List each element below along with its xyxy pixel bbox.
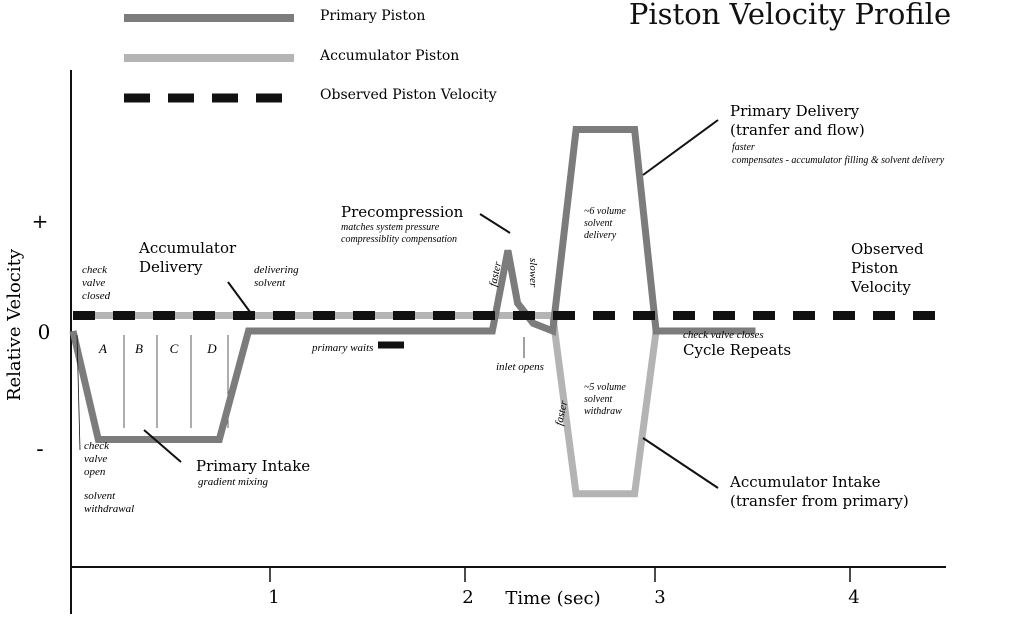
pointer-precompression <box>479 213 511 234</box>
annotation-line: Velocity <box>850 278 911 296</box>
annotation-line: closed <box>82 290 111 302</box>
legend: Primary Piston Accumulator Piston Observ… <box>124 8 497 103</box>
x-axis-label: Time (sec) <box>505 588 600 609</box>
x-tick-label-1: 1 <box>268 587 279 608</box>
annotation-primary-waits: primary waits <box>311 342 373 354</box>
annotation-cycle-repeats: Cycle Repeats <box>683 341 791 359</box>
annotation-line: solvent <box>584 218 613 229</box>
annotation-accumulator-intake: Accumulator Intake (transfer from primar… <box>729 473 909 510</box>
x-tick-label-3: 3 <box>654 587 665 608</box>
annotation-line: matches system pressure <box>341 222 440 233</box>
annotation-line: Observed <box>851 240 924 258</box>
annotation-primary-intake: Primary Intake <box>196 457 310 475</box>
pointer-accumulator-delivery <box>227 281 254 317</box>
primary-piston-line <box>69 126 756 443</box>
annotation-line: valve <box>84 453 107 465</box>
chart-title: Piston Velocity Profile <box>629 0 951 31</box>
phase-label-a: A <box>98 341 107 356</box>
legend-label-primary: Primary Piston <box>320 8 425 24</box>
annotation-line: Delivery <box>139 258 203 276</box>
annotation-five-volume: ~5 volume solvent withdraw <box>584 382 626 417</box>
y-tick-label-plus: + <box>32 209 49 233</box>
annotation-inlet-opens: inlet opens <box>496 361 544 373</box>
annotation-gradient-mixing: gradient mixing <box>198 476 268 488</box>
phase-label-b: B <box>135 341 143 356</box>
annotation-line: check <box>82 264 108 276</box>
pointer-primary-intake <box>143 429 182 463</box>
annotation-line: ~5 volume <box>584 382 626 393</box>
legend-label-accumulator: Accumulator Piston <box>319 48 459 64</box>
annotation-pointers <box>143 119 719 489</box>
annotation-line: withdraw <box>584 406 622 417</box>
annotation-six-volume: ~6 volume solvent delivery <box>584 206 626 241</box>
annotation-line: ~6 volume <box>584 206 626 217</box>
annotation-delivering-solvent: delivering solvent <box>254 264 299 289</box>
annotation-line: delivering <box>254 264 299 276</box>
annotation-line: (tranfer and flow) <box>730 121 865 139</box>
annotation-line: compressiblity compensation <box>341 234 457 245</box>
annotation-primary-delivery: Primary Delivery (tranfer and flow) <box>730 102 865 139</box>
phase-label-c: C <box>170 341 179 356</box>
annotation-line: solvent <box>84 490 116 502</box>
annotation-line: solvent <box>584 394 613 405</box>
annotation-observed-label: Observed Piston Velocity <box>850 240 924 296</box>
annotation-precompression-sub: matches system pressure compressiblity c… <box>341 222 457 245</box>
annotation-check-valve-closes: check valve closes <box>683 329 764 341</box>
x-tick-label-2: 2 <box>462 587 473 608</box>
annotation-slower: slower <box>527 258 539 288</box>
y-axis-label: Relative Velocity <box>4 248 25 401</box>
annotation-precompression: Precompression <box>341 203 464 221</box>
annotation-line: valve <box>82 277 105 289</box>
annotation-check-valve-open: check valve open <box>84 440 110 478</box>
annotation-solvent-withdrawal: solvent withdrawal <box>84 490 134 515</box>
annotation-line: solvent <box>254 277 286 289</box>
annotation-line: withdrawal <box>84 503 134 515</box>
pointer-primary-delivery <box>642 119 719 176</box>
annotation-accumulator-delivery: Accumulator Delivery <box>138 239 237 276</box>
pointer-accumulator-intake <box>642 437 719 489</box>
annotation-line: delivery <box>584 230 617 241</box>
annotation-line: (transfer from primary) <box>730 492 909 510</box>
annotation-faster-left: faster <box>487 260 504 288</box>
y-tick-label-minus: - <box>36 437 43 462</box>
x-tick-label-4: 4 <box>848 587 859 608</box>
annotation-faster-bottom: faster <box>553 399 570 427</box>
series-layer <box>69 126 951 498</box>
phase-label-d: D <box>206 341 217 356</box>
pointer-check-valve-open <box>76 334 81 451</box>
annotation-line: Accumulator <box>138 239 237 257</box>
annotation-line: Primary Delivery <box>730 102 860 120</box>
annotation-line: Piston <box>851 259 899 277</box>
annotation-line: Accumulator Intake <box>729 473 881 491</box>
annotation-primary-delivery-sub: faster compensates - accumulator filling… <box>732 142 945 166</box>
annotation-line: open <box>84 466 106 478</box>
legend-label-observed: Observed Piston Velocity <box>320 87 497 103</box>
y-tick-label-zero: 0 <box>38 320 51 344</box>
annotation-line: compensates - accumulator filling & solv… <box>732 155 945 166</box>
x-ticks: 1 2 3 4 <box>268 567 860 608</box>
annotation-check-valve-closed: check valve closed <box>82 264 111 302</box>
annotation-line: faster <box>732 142 755 153</box>
annotation-line: check <box>84 440 110 452</box>
